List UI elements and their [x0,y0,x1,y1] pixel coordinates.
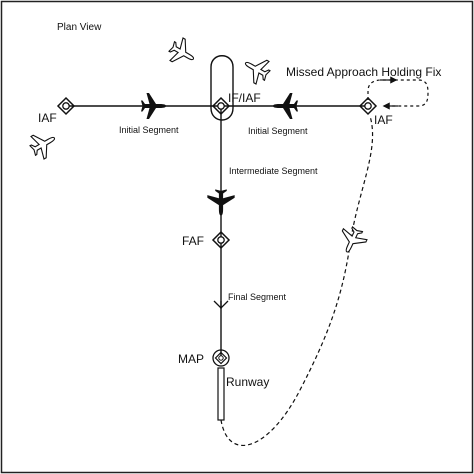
missed-approach-holding-pattern [367,79,429,107]
map-fix-icon [212,349,230,367]
iaf-left-label: IAF [38,111,57,125]
holding-pattern [210,55,234,121]
missed-approach-route [220,115,374,446]
initial-segment-left-label: Initial Segment [119,125,179,135]
intermediate-segment-label: Intermediate Segment [229,166,318,176]
airplane-icon [141,93,166,119]
airplane-icon [238,51,275,88]
airplane-icon [25,126,62,163]
airplane-icon [334,223,370,258]
faf-label: FAF [182,234,204,248]
runway [217,367,225,421]
map-label: MAP [178,352,204,366]
airplane-icon [207,189,235,216]
airplane-icon [273,93,298,119]
missed-approach-label: Missed Approach Holding Fix [286,65,441,79]
plan-view-title: Plan View [57,22,102,33]
final-segment-label: Final Segment [228,292,287,302]
runway-label: Runway [226,375,269,389]
if-iaf-label: IF/IAF [228,91,261,105]
airplane-icon [164,34,201,71]
iaf-right-label: IAF [374,113,393,127]
initial-segment-right-label: Initial Segment [248,126,308,136]
